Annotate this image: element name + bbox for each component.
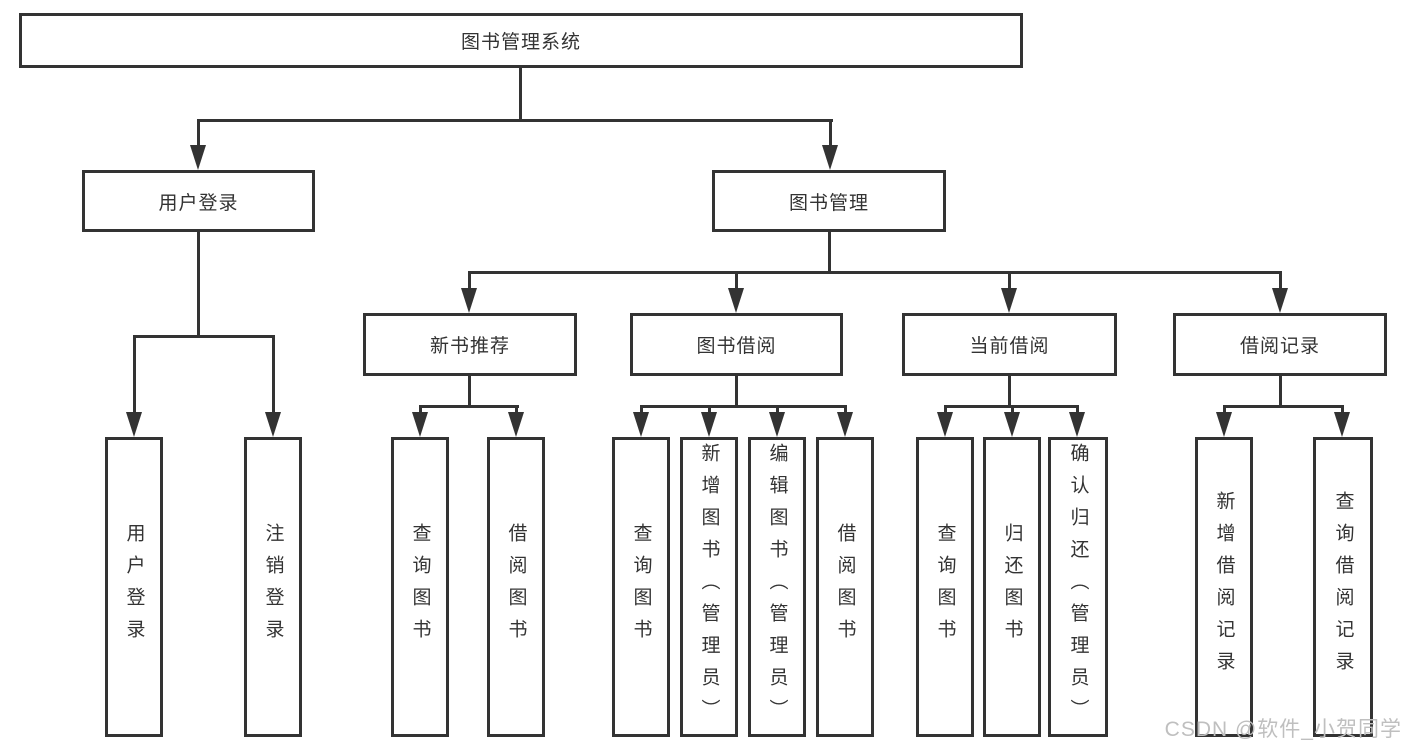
- node-book-management: 图书管理: [712, 170, 946, 232]
- connector-line: [468, 271, 1282, 274]
- connector-line: [708, 405, 711, 417]
- connector-line: [197, 119, 833, 122]
- connector-line: [1279, 271, 1282, 291]
- arrowhead-down-icon: [190, 145, 206, 170]
- node-borrowing-records: 借阅记录: [1173, 313, 1387, 376]
- node-user-login: 用户登录: [82, 170, 315, 232]
- arrowhead-down-icon: [1272, 288, 1288, 313]
- connector-line: [844, 405, 847, 417]
- arrowhead-down-icon: [769, 412, 785, 437]
- connector-line: [735, 271, 738, 291]
- leaf-borrow-books: 借阅图书: [816, 437, 874, 737]
- arrowhead-down-icon: [837, 412, 853, 437]
- leaf-query-books-current: 查询图书: [916, 437, 974, 737]
- leaf-edit-book-admin: 编辑图书（管理员）: [748, 437, 806, 737]
- arrowhead-down-icon: [461, 288, 477, 313]
- arrowhead-down-icon: [937, 412, 953, 437]
- connector-line: [640, 405, 643, 417]
- leaf-query-books-recommend: 查询图书: [391, 437, 449, 737]
- connector-line: [468, 271, 471, 291]
- connector-line: [1223, 405, 1344, 408]
- leaf-add-borrow-record: 新增借阅记录: [1195, 437, 1253, 737]
- leaf-borrow-books-recommend: 借阅图书: [487, 437, 545, 737]
- connector-line: [197, 119, 200, 149]
- connector-line: [1223, 405, 1226, 417]
- connector-line: [1008, 271, 1011, 291]
- connector-line: [519, 68, 522, 121]
- connector-line: [133, 335, 136, 415]
- connector-line: [829, 119, 832, 149]
- arrowhead-down-icon: [701, 412, 717, 437]
- leaf-query-borrow-record: 查询借阅记录: [1313, 437, 1373, 737]
- arrowhead-down-icon: [633, 412, 649, 437]
- leaf-user-login: 用户登录: [105, 437, 163, 737]
- node-current-borrowing: 当前借阅: [902, 313, 1117, 376]
- node-book-borrowing: 图书借阅: [630, 313, 843, 376]
- node-new-book-recommendation: 新书推荐: [363, 313, 577, 376]
- arrowhead-down-icon: [1004, 412, 1020, 437]
- arrowhead-down-icon: [412, 412, 428, 437]
- arrowhead-down-icon: [728, 288, 744, 313]
- arrowhead-down-icon: [822, 145, 838, 170]
- arrowhead-down-icon: [126, 412, 142, 437]
- connector-line: [640, 405, 847, 408]
- leaf-add-book-admin: 新增图书（管理员）: [680, 437, 738, 737]
- csdn-watermark: CSDN @软件_小贺同学: [1164, 718, 1402, 741]
- connector-line: [419, 405, 422, 417]
- connector-line: [197, 232, 200, 338]
- connector-line: [133, 335, 275, 338]
- connector-line: [1341, 405, 1344, 417]
- connector-line: [1008, 376, 1011, 407]
- arrowhead-down-icon: [1334, 412, 1350, 437]
- connector-line: [419, 405, 519, 408]
- connector-line: [515, 405, 518, 417]
- connector-line: [1076, 405, 1079, 417]
- connector-line: [828, 232, 831, 274]
- arrowhead-down-icon: [1069, 412, 1085, 437]
- connector-line: [1011, 405, 1014, 417]
- connector-line: [735, 376, 738, 407]
- leaf-logout: 注销登录: [244, 437, 302, 737]
- connector-line: [272, 335, 275, 415]
- connector-line: [1279, 376, 1282, 407]
- arrowhead-down-icon: [1001, 288, 1017, 313]
- leaf-query-books-borrow: 查询图书: [612, 437, 670, 737]
- connector-line: [468, 376, 471, 407]
- node-library-management-system: 图书管理系统: [19, 13, 1023, 68]
- leaf-confirm-return-admin: 确认归还（管理员）: [1048, 437, 1108, 737]
- connector-line: [944, 405, 947, 417]
- arrowhead-down-icon: [508, 412, 524, 437]
- leaf-return-book: 归还图书: [983, 437, 1041, 737]
- arrowhead-down-icon: [265, 412, 281, 437]
- arrowhead-down-icon: [1216, 412, 1232, 437]
- connector-line: [776, 405, 779, 417]
